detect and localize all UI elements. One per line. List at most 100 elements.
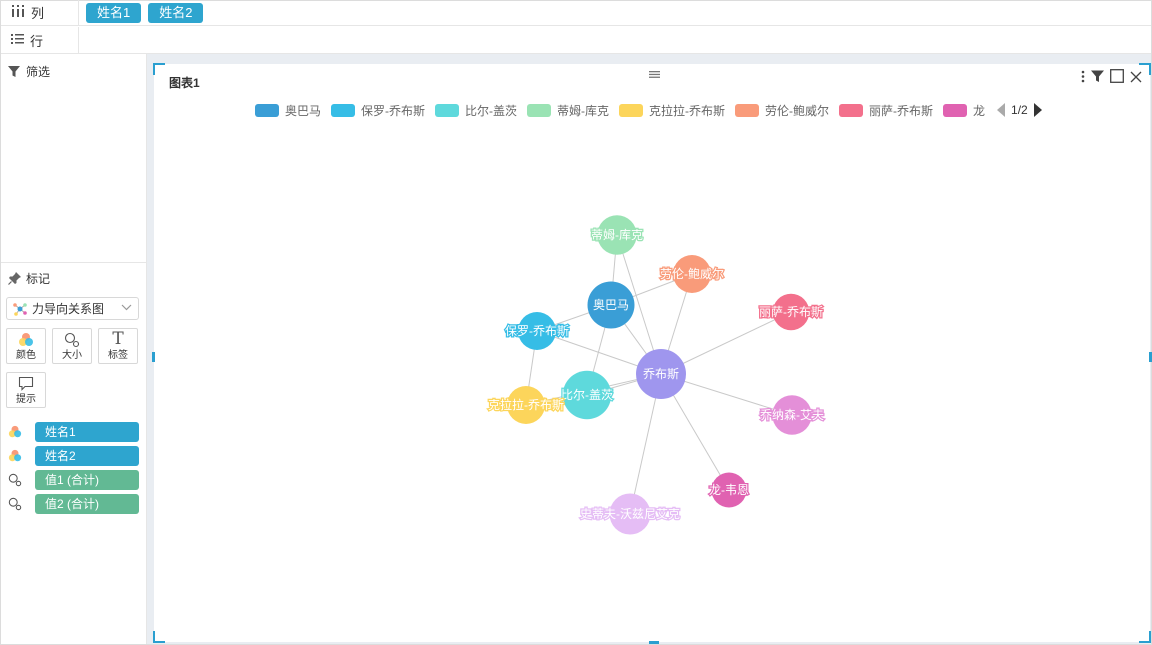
resize-handle-right[interactable] — [1149, 352, 1152, 362]
graph-node-label: 克拉拉-乔布斯 — [488, 397, 564, 412]
chart-title: 图表1 — [169, 76, 200, 90]
column-field-pill-2[interactable]: 姓名2 — [148, 2, 204, 23]
graph-link — [525, 330, 538, 406]
graph-node[interactable] — [636, 349, 686, 399]
legend-prev-icon[interactable] — [997, 103, 1006, 117]
graph-node-label: 保罗-乔布斯 — [505, 324, 569, 338]
field-row-name2: 姓名2 — [6, 446, 140, 466]
columns-shelf[interactable]: 列 姓名1 姓名2 — [1, 0, 1151, 26]
resize-handle-bottom[interactable] — [649, 641, 659, 644]
legend-item[interactable]: 蒂姆-库克 — [527, 102, 609, 119]
legend-item[interactable]: 劳伦-鲍威尔 — [735, 102, 829, 119]
legend-item[interactable]: 丽萨-乔布斯 — [839, 102, 933, 119]
graph-node-label: 比尔-盖茨 — [561, 387, 613, 402]
legend-swatch — [331, 103, 356, 117]
columns-label-text: 列 — [31, 6, 45, 21]
filter-icon — [8, 65, 20, 77]
color-tool-button[interactable]: 颜色 — [6, 328, 46, 364]
graph-link — [610, 304, 662, 375]
filter-label: 筛选 — [26, 65, 51, 79]
graph-link — [660, 273, 693, 375]
graph-node-label: 蒂姆-库克 — [591, 227, 643, 242]
resize-corner-bottom-left[interactable] — [153, 631, 165, 643]
legend-swatch — [839, 103, 864, 117]
graph-node[interactable] — [609, 493, 651, 535]
legend-swatch — [435, 103, 460, 117]
mark-type-select[interactable]: 力导向关系图 — [6, 297, 139, 320]
resize-corner-top-right[interactable] — [1139, 63, 1151, 75]
graph-node[interactable] — [562, 370, 612, 420]
size-tool-label: 大小 — [62, 350, 82, 361]
rows-label-text: 行 — [30, 33, 44, 49]
graph-node[interactable] — [518, 312, 556, 350]
legend-swatch — [255, 103, 279, 117]
chevron-down-icon — [121, 303, 132, 314]
drag-handle-icon[interactable] — [649, 67, 660, 81]
legend-item[interactable]: 龙 — [943, 102, 985, 119]
legend-item[interactable]: 克拉拉-乔布斯 — [619, 102, 725, 119]
resize-handle-left[interactable] — [152, 352, 155, 362]
rows-shelf-label: 行 — [1, 27, 79, 53]
legend-item[interactable]: 奥巴马 — [255, 102, 321, 119]
legend-label: 奥巴马 — [285, 103, 322, 118]
tooltip-tool-label: 提示 — [16, 394, 36, 405]
graph-node[interactable] — [772, 395, 812, 435]
graph-link — [586, 304, 612, 396]
close-icon[interactable] — [1130, 70, 1142, 86]
legend-item[interactable]: 保罗-乔布斯 — [331, 102, 425, 119]
legend-label: 蒂姆-库克 — [557, 103, 610, 118]
legend-item[interactable]: 比尔-盖茨 — [435, 102, 517, 119]
marks-section-header: 标记 — [8, 270, 50, 287]
graph-node[interactable] — [597, 215, 637, 255]
mark-type-value: 力导向关系图 — [32, 302, 105, 316]
field-pill-value1[interactable]: 值1 (合计) — [35, 470, 139, 490]
pin-icon — [8, 272, 21, 285]
graph-node-label: 乔布斯 — [643, 367, 679, 381]
graph-node[interactable] — [772, 293, 810, 331]
graph-node-label: 龙-韦恩 — [709, 483, 749, 497]
columns-icon — [11, 5, 25, 20]
filter-section-header[interactable]: 筛选 — [8, 63, 50, 80]
chart-card[interactable]: 图表1 奥巴马 保罗-乔布斯 比尔-盖茨 蒂姆-库克 克拉拉-乔布斯 劳伦-鲍威… — [152, 63, 1152, 644]
legend-label: 丽萨-乔布斯 — [869, 103, 934, 118]
maximize-icon[interactable] — [1110, 69, 1124, 86]
force-graph: 乔布斯奥巴马比尔-盖茨保罗-乔布斯蒂姆-库克劳伦-鲍威尔丽萨-乔布斯克拉拉-乔布… — [487, 215, 825, 535]
size-tool-button[interactable]: 大小 — [52, 328, 92, 364]
graph-node[interactable] — [507, 386, 545, 424]
column-field-pill-1[interactable]: 姓名1 — [86, 2, 142, 23]
chart-legend: 奥巴马 保罗-乔布斯 比尔-盖茨 蒂姆-库克 克拉拉-乔布斯 劳伦-鲍威尔 丽萨… — [255, 102, 1042, 118]
graph-link — [610, 234, 618, 306]
color-icon — [18, 332, 34, 351]
graph-link — [536, 330, 662, 375]
graph-link — [660, 373, 730, 491]
tooltip-tool-button[interactable]: 提示 — [6, 372, 46, 408]
graph-node-label: 劳伦-鲍威尔 — [660, 266, 724, 281]
label-tool-label: 标签 — [108, 350, 128, 361]
graph-node[interactable] — [673, 255, 711, 293]
more-icon[interactable] — [1081, 70, 1085, 86]
graph-node[interactable] — [711, 472, 747, 508]
filter-icon[interactable] — [1091, 70, 1104, 86]
columns-shelf-label: 列 — [1, 0, 79, 25]
graph-link — [525, 394, 588, 406]
graph-node-label: 奥巴马 — [593, 298, 629, 312]
field-pill-name2[interactable]: 姓名2 — [35, 446, 139, 466]
legend-label: 劳伦-鲍威尔 — [765, 103, 830, 118]
size-icon — [64, 332, 80, 351]
legend-swatch — [619, 103, 644, 117]
resize-corner-top-left[interactable] — [153, 63, 165, 75]
label-tool-button[interactable]: T 标签 — [98, 328, 138, 364]
legend-next-icon[interactable] — [1033, 103, 1042, 117]
graph-link — [610, 273, 693, 306]
color-icon — [8, 449, 22, 462]
field-row-value1: 值1 (合计) — [6, 470, 140, 490]
graph-node-label: 乔纳森-艾夫 — [760, 407, 824, 422]
graph-node[interactable] — [587, 281, 635, 329]
rows-shelf[interactable]: 行 — [1, 27, 1151, 54]
field-pill-value2[interactable]: 值2 (合计) — [35, 494, 139, 514]
resize-corner-bottom-right[interactable] — [1139, 631, 1151, 643]
field-pill-name1[interactable]: 姓名1 — [35, 422, 139, 442]
color-icon — [8, 425, 22, 438]
size-icon — [8, 473, 22, 487]
legend-label: 克拉拉-乔布斯 — [649, 103, 726, 118]
